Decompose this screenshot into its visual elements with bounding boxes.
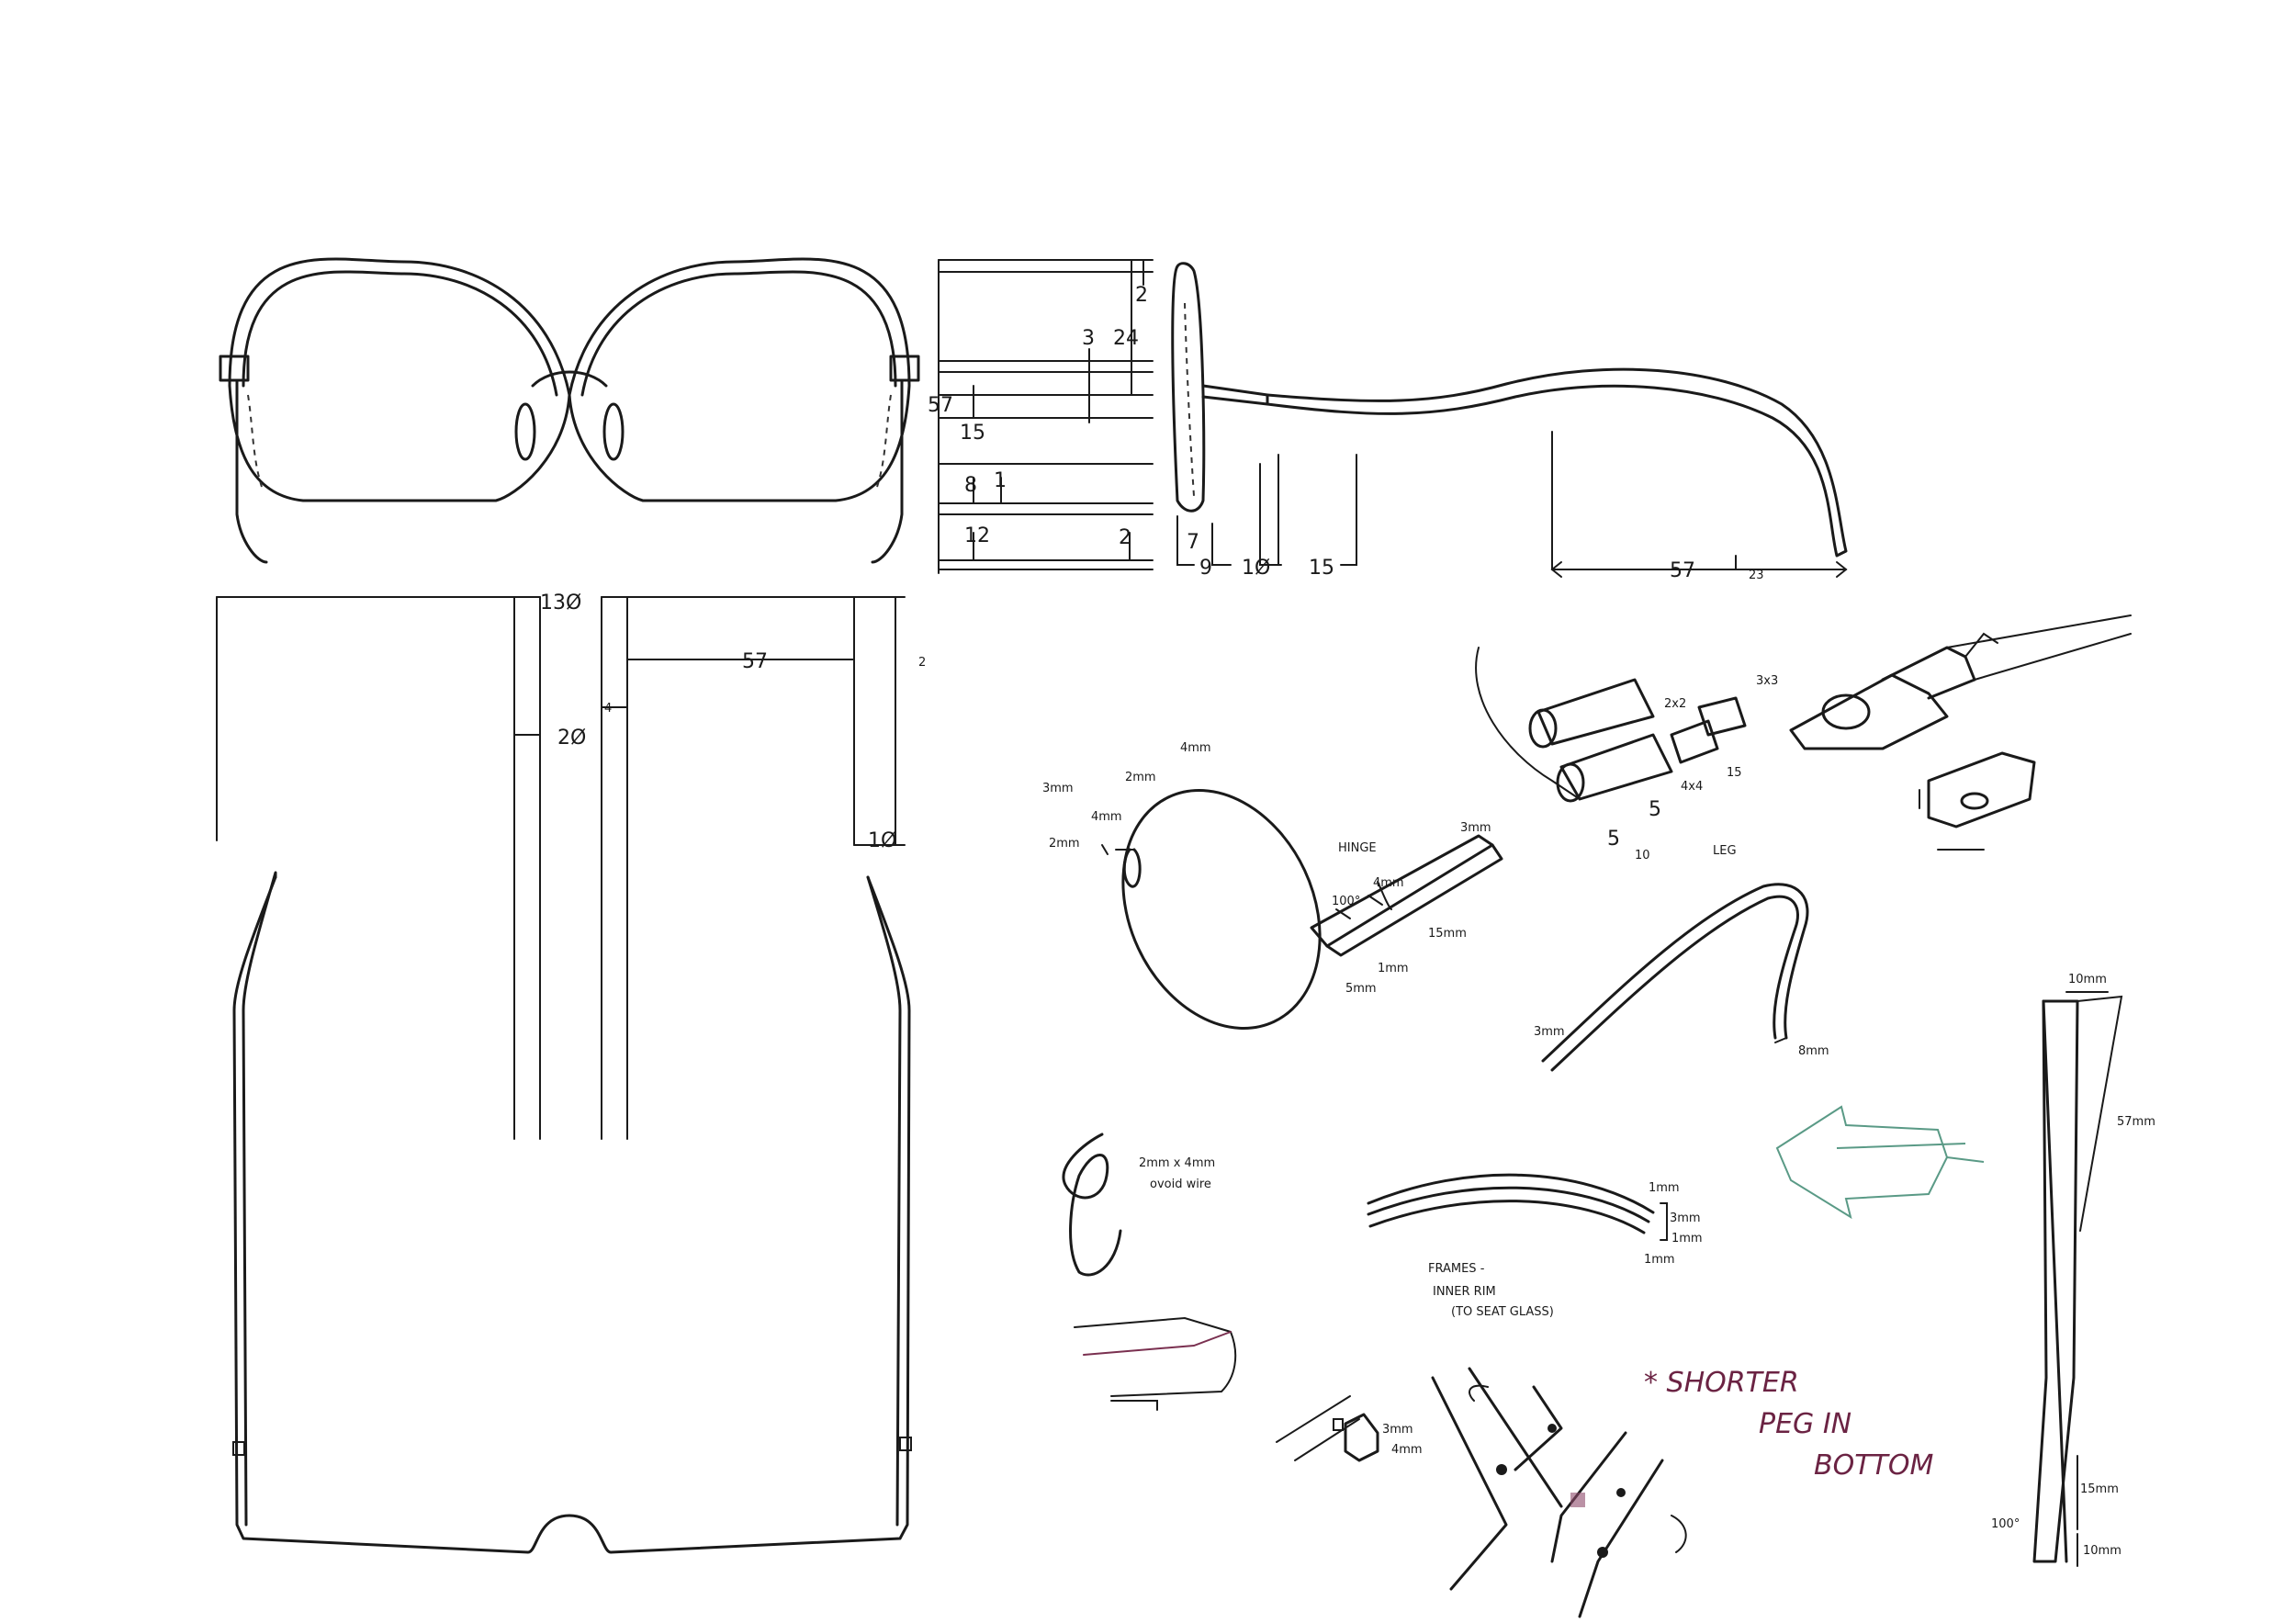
leg-label: LEG <box>1713 844 1737 858</box>
leg-3x3: 3x3 <box>1756 674 1778 688</box>
leg-5a: 5 <box>1607 828 1620 851</box>
rim-100deg: 100° <box>1332 895 1360 908</box>
top-view-template: 13Ø 2Ø 4 57 2 1Ø <box>216 592 926 1554</box>
rim-3mm-a: 3mm <box>1042 782 1074 795</box>
temple-curve-sketch: 3mm 8mm <box>1534 883 1829 1072</box>
temple-8mm: 8mm <box>1798 1044 1829 1058</box>
rim-15mm: 15mm <box>1428 927 1467 941</box>
frames-line3: (TO SEAT GLASS) <box>1451 1305 1554 1319</box>
side-profile: 57 23 <box>1171 262 1848 582</box>
top-dim-57: 57 <box>742 650 768 673</box>
straight-arm-profile: 10mm 57mm 15mm 100° 10mm <box>1991 973 2155 1567</box>
wire-line1: 2mm x 4mm <box>1139 1156 1215 1170</box>
side-dim-23: 23 <box>1749 569 1764 582</box>
leg-15: 15 <box>1727 766 1742 780</box>
note-peg-1: PEG IN <box>1759 1408 1851 1440</box>
frames-inner-rim: 1mm 3mm 1mm 1mm FRAMES - INNER RIM (TO S… <box>1367 1173 1703 1319</box>
dim-3: 3 <box>1082 327 1095 350</box>
front-dimension-grid: 2 24 3 57 15 8 1 12 2 7 9 1Ø 15 <box>928 259 1357 580</box>
handwritten-notes: * SHORTER PEG IN BOTTOM <box>1644 1367 1933 1482</box>
ovoid-wire-sketch: 2mm x 4mm ovoid wire <box>1062 1133 1215 1277</box>
leg-4x4: 4x4 <box>1681 780 1703 794</box>
front-view-glasses <box>219 257 920 564</box>
note-shorter: * SHORTER <box>1644 1367 1799 1399</box>
hinge-detail-sketch: 3mm 4mm <box>1276 1367 1687 1618</box>
rim-2mm-a: 2mm <box>1125 771 1156 784</box>
hinge-4mm: 4mm <box>1391 1443 1423 1457</box>
frames-1mm-a: 1mm <box>1649 1181 1680 1195</box>
top-dim-2: 2 <box>918 656 926 670</box>
rim-1mm: 1mm <box>1378 962 1409 975</box>
dim-b7: 7 <box>1187 531 1199 554</box>
arm-10mm-b: 10mm <box>2083 1544 2122 1558</box>
top-dim-10: 1Ø <box>868 829 896 852</box>
dim-12: 12 <box>964 524 990 547</box>
rim-4mm-b: 4mm <box>1091 810 1122 824</box>
rim-hinge-label: HINGE <box>1338 841 1377 855</box>
rim-4mm-c: 4mm <box>1373 876 1404 890</box>
dim-57: 57 <box>928 394 953 417</box>
leg-10: 10 <box>1635 849 1650 862</box>
frames-1mm-c: 1mm <box>1644 1253 1675 1267</box>
top-dim-20: 2Ø <box>557 727 586 750</box>
dim-2: 2 <box>1135 284 1148 307</box>
leg-hinge-sketch: 3x3 2x2 4x4 15 5 5 10 LEG <box>1475 614 2132 862</box>
temple-3mm: 3mm <box>1534 1025 1565 1039</box>
leg-5b: 5 <box>1649 798 1661 821</box>
rim-5mm: 5mm <box>1345 982 1377 996</box>
arm-10mm: 10mm <box>2068 973 2107 986</box>
dim-b9: 9 <box>1199 557 1212 580</box>
dim-2b: 2 <box>1119 526 1131 549</box>
frames-3mm: 3mm <box>1670 1212 1701 1225</box>
dim-b10: 1Ø <box>1242 557 1270 580</box>
rim-3mm-b: 3mm <box>1460 821 1491 835</box>
side-dim-57: 57 <box>1670 559 1695 582</box>
arm-15mm: 15mm <box>2080 1482 2119 1496</box>
faint-block-sketch <box>1074 1316 1237 1411</box>
arm-100deg: 100° <box>1991 1517 2020 1531</box>
rim-2mm-b: 2mm <box>1049 837 1080 851</box>
teal-arrow-sketch <box>1775 1105 1985 1220</box>
dim-15: 15 <box>960 422 985 445</box>
dim-24: 24 <box>1113 327 1139 350</box>
frames-line1: FRAMES - <box>1428 1262 1485 1276</box>
wire-line2: ovoid wire <box>1150 1178 1211 1191</box>
note-peg-2: BOTTOM <box>1814 1449 1933 1482</box>
dim-8: 8 <box>964 474 977 497</box>
dim-b15: 15 <box>1309 557 1334 580</box>
leg-2x2: 2x2 <box>1664 697 1686 711</box>
top-dim-130: 13Ø <box>540 592 581 614</box>
top-dim-4: 4 <box>604 702 612 716</box>
hinge-3mm: 3mm <box>1382 1423 1413 1437</box>
rim-4mm-a: 4mm <box>1180 741 1211 755</box>
rim-hinge-sketch: 4mm 2mm 3mm 4mm 2mm HINGE 100° 4mm 3mm 1… <box>1042 741 1503 1030</box>
arm-57mm: 57mm <box>2117 1115 2155 1129</box>
frames-1mm-b: 1mm <box>1671 1232 1703 1245</box>
frames-line2: INNER RIM <box>1433 1285 1496 1299</box>
dim-1: 1 <box>994 469 1007 492</box>
